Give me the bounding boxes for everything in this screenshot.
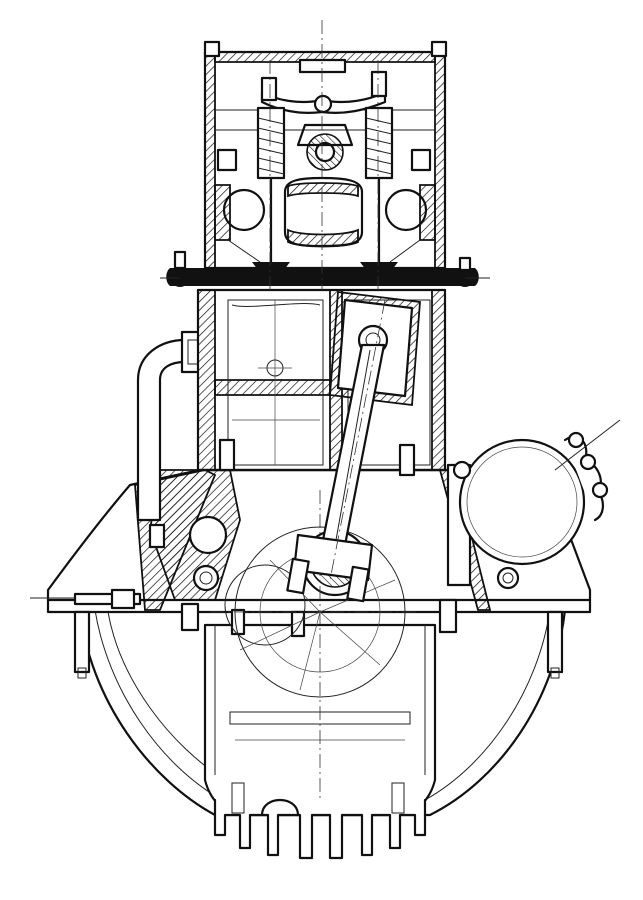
piston-and-connecting-rod [286,290,421,603]
magneto-housing [446,419,621,590]
cylinder-head [203,40,448,270]
valve-spring-left [252,106,290,270]
head-gasket-flange [160,250,490,287]
oil-pump-housing [148,469,241,601]
centre-lines [269,20,386,581]
valve-spring-right [360,106,398,270]
